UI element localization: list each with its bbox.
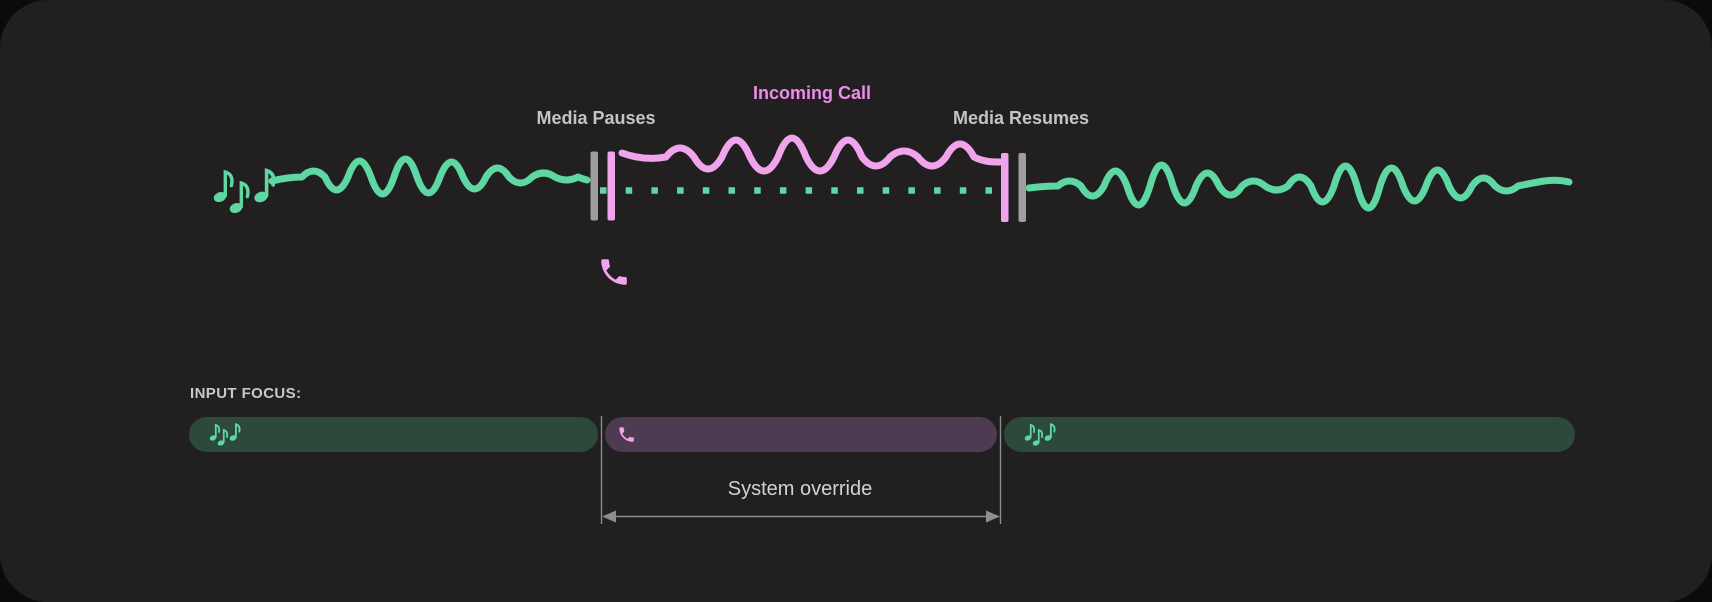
music-notes-icon bbox=[210, 168, 276, 217]
incoming-call-label: Incoming Call bbox=[752, 83, 872, 103]
resume-marker-pink-bar bbox=[1001, 153, 1009, 222]
focus-bar-call bbox=[605, 417, 997, 452]
media-waveform-right bbox=[1025, 161, 1573, 212]
media-waveform-left bbox=[268, 155, 591, 198]
phone-icon bbox=[601, 259, 627, 285]
pause-marker-pink-bar bbox=[607, 151, 615, 221]
focus-bar-media-1 bbox=[189, 417, 598, 452]
pause-marker-gray-bar bbox=[590, 151, 598, 221]
system-override-label: System override bbox=[727, 478, 873, 500]
media-resumes-label: Media Resumes bbox=[952, 108, 1090, 128]
resume-marker-gray-bar bbox=[1018, 153, 1026, 222]
input-focus-heading: INPUT FOCUS: bbox=[190, 385, 302, 402]
media-pauses-label: Media Pauses bbox=[536, 108, 656, 128]
focus-bar-media-2 bbox=[1004, 417, 1575, 452]
system-override-arrow bbox=[602, 510, 1000, 523]
incoming-call-waveform bbox=[618, 134, 1004, 175]
